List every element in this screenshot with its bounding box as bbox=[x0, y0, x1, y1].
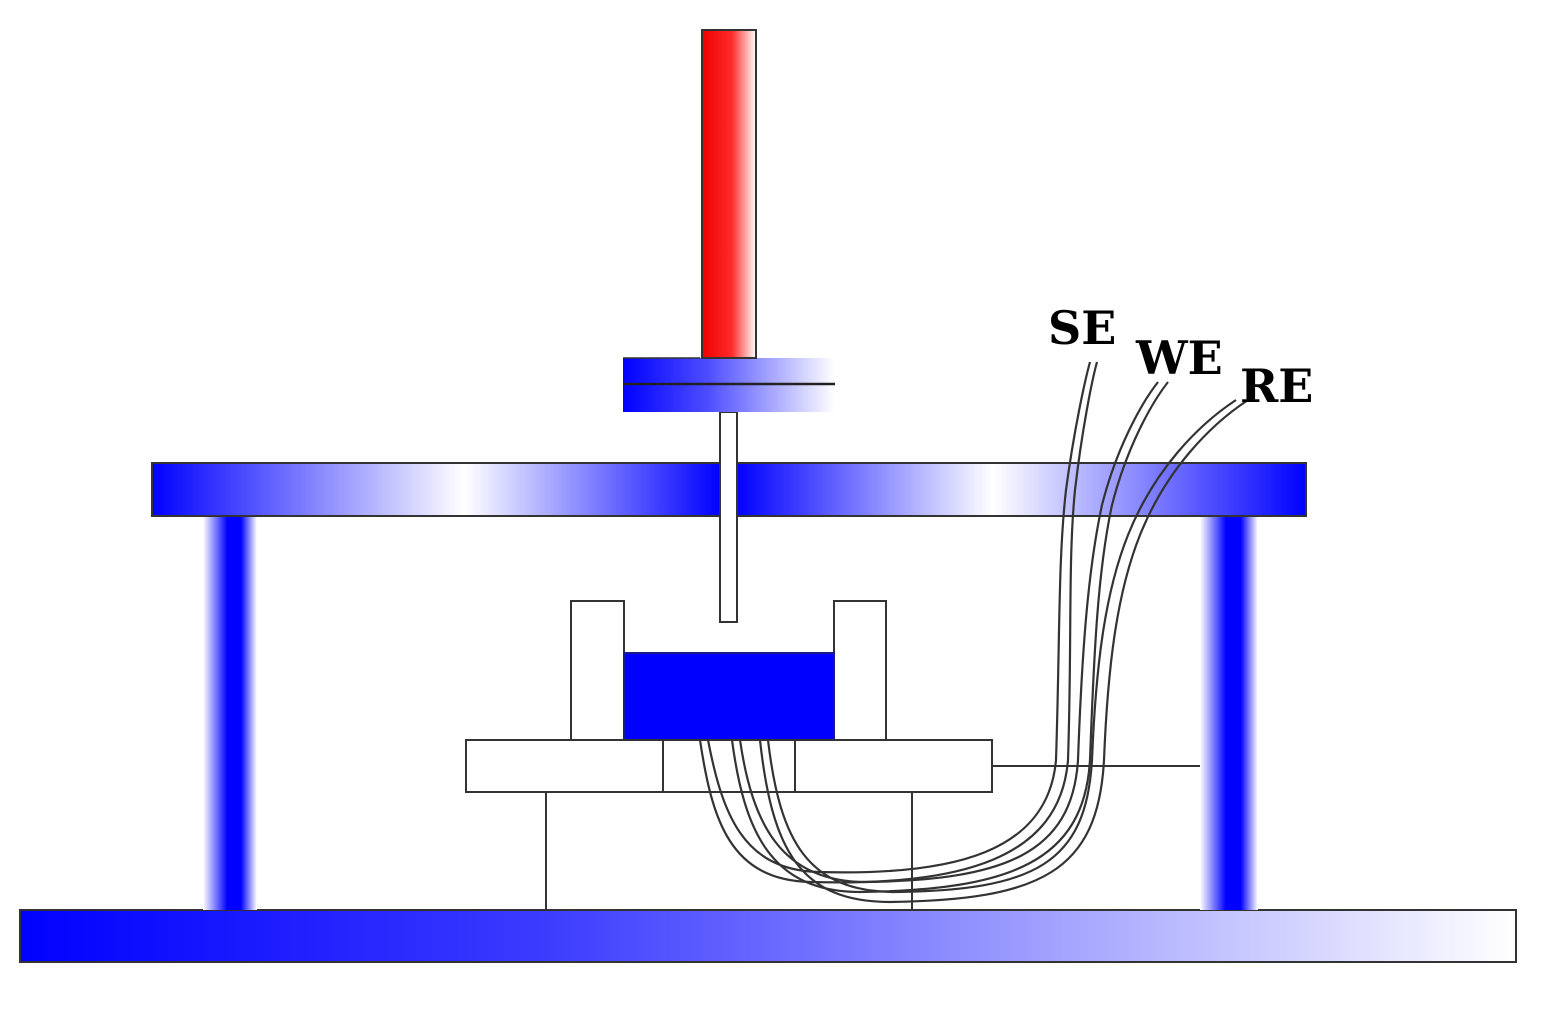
se-wire-b bbox=[706, 361, 1092, 874]
electrode-wires bbox=[698, 361, 1249, 904]
left-column bbox=[203, 516, 257, 910]
load-shaft bbox=[719, 411, 738, 623]
support-plate bbox=[465, 739, 993, 793]
base-plate bbox=[19, 909, 1517, 963]
holder-left-wall bbox=[570, 600, 625, 741]
label-we: WE bbox=[1135, 331, 1223, 385]
sample-cell bbox=[623, 652, 835, 741]
top-crossbar-right bbox=[737, 463, 1306, 516]
we-wire-b bbox=[738, 381, 1159, 884]
indenter-rod bbox=[701, 29, 757, 359]
label-re: RE bbox=[1240, 359, 1313, 413]
re-wire-b bbox=[766, 399, 1237, 894]
top-crossbar-left bbox=[152, 463, 720, 516]
se-wire-a bbox=[698, 361, 1099, 884]
we-wire-a bbox=[730, 381, 1169, 894]
right-column bbox=[1200, 516, 1258, 910]
re-wire-a bbox=[758, 399, 1249, 904]
holder-right-wall bbox=[833, 600, 887, 741]
label-se: SE bbox=[1048, 301, 1116, 355]
